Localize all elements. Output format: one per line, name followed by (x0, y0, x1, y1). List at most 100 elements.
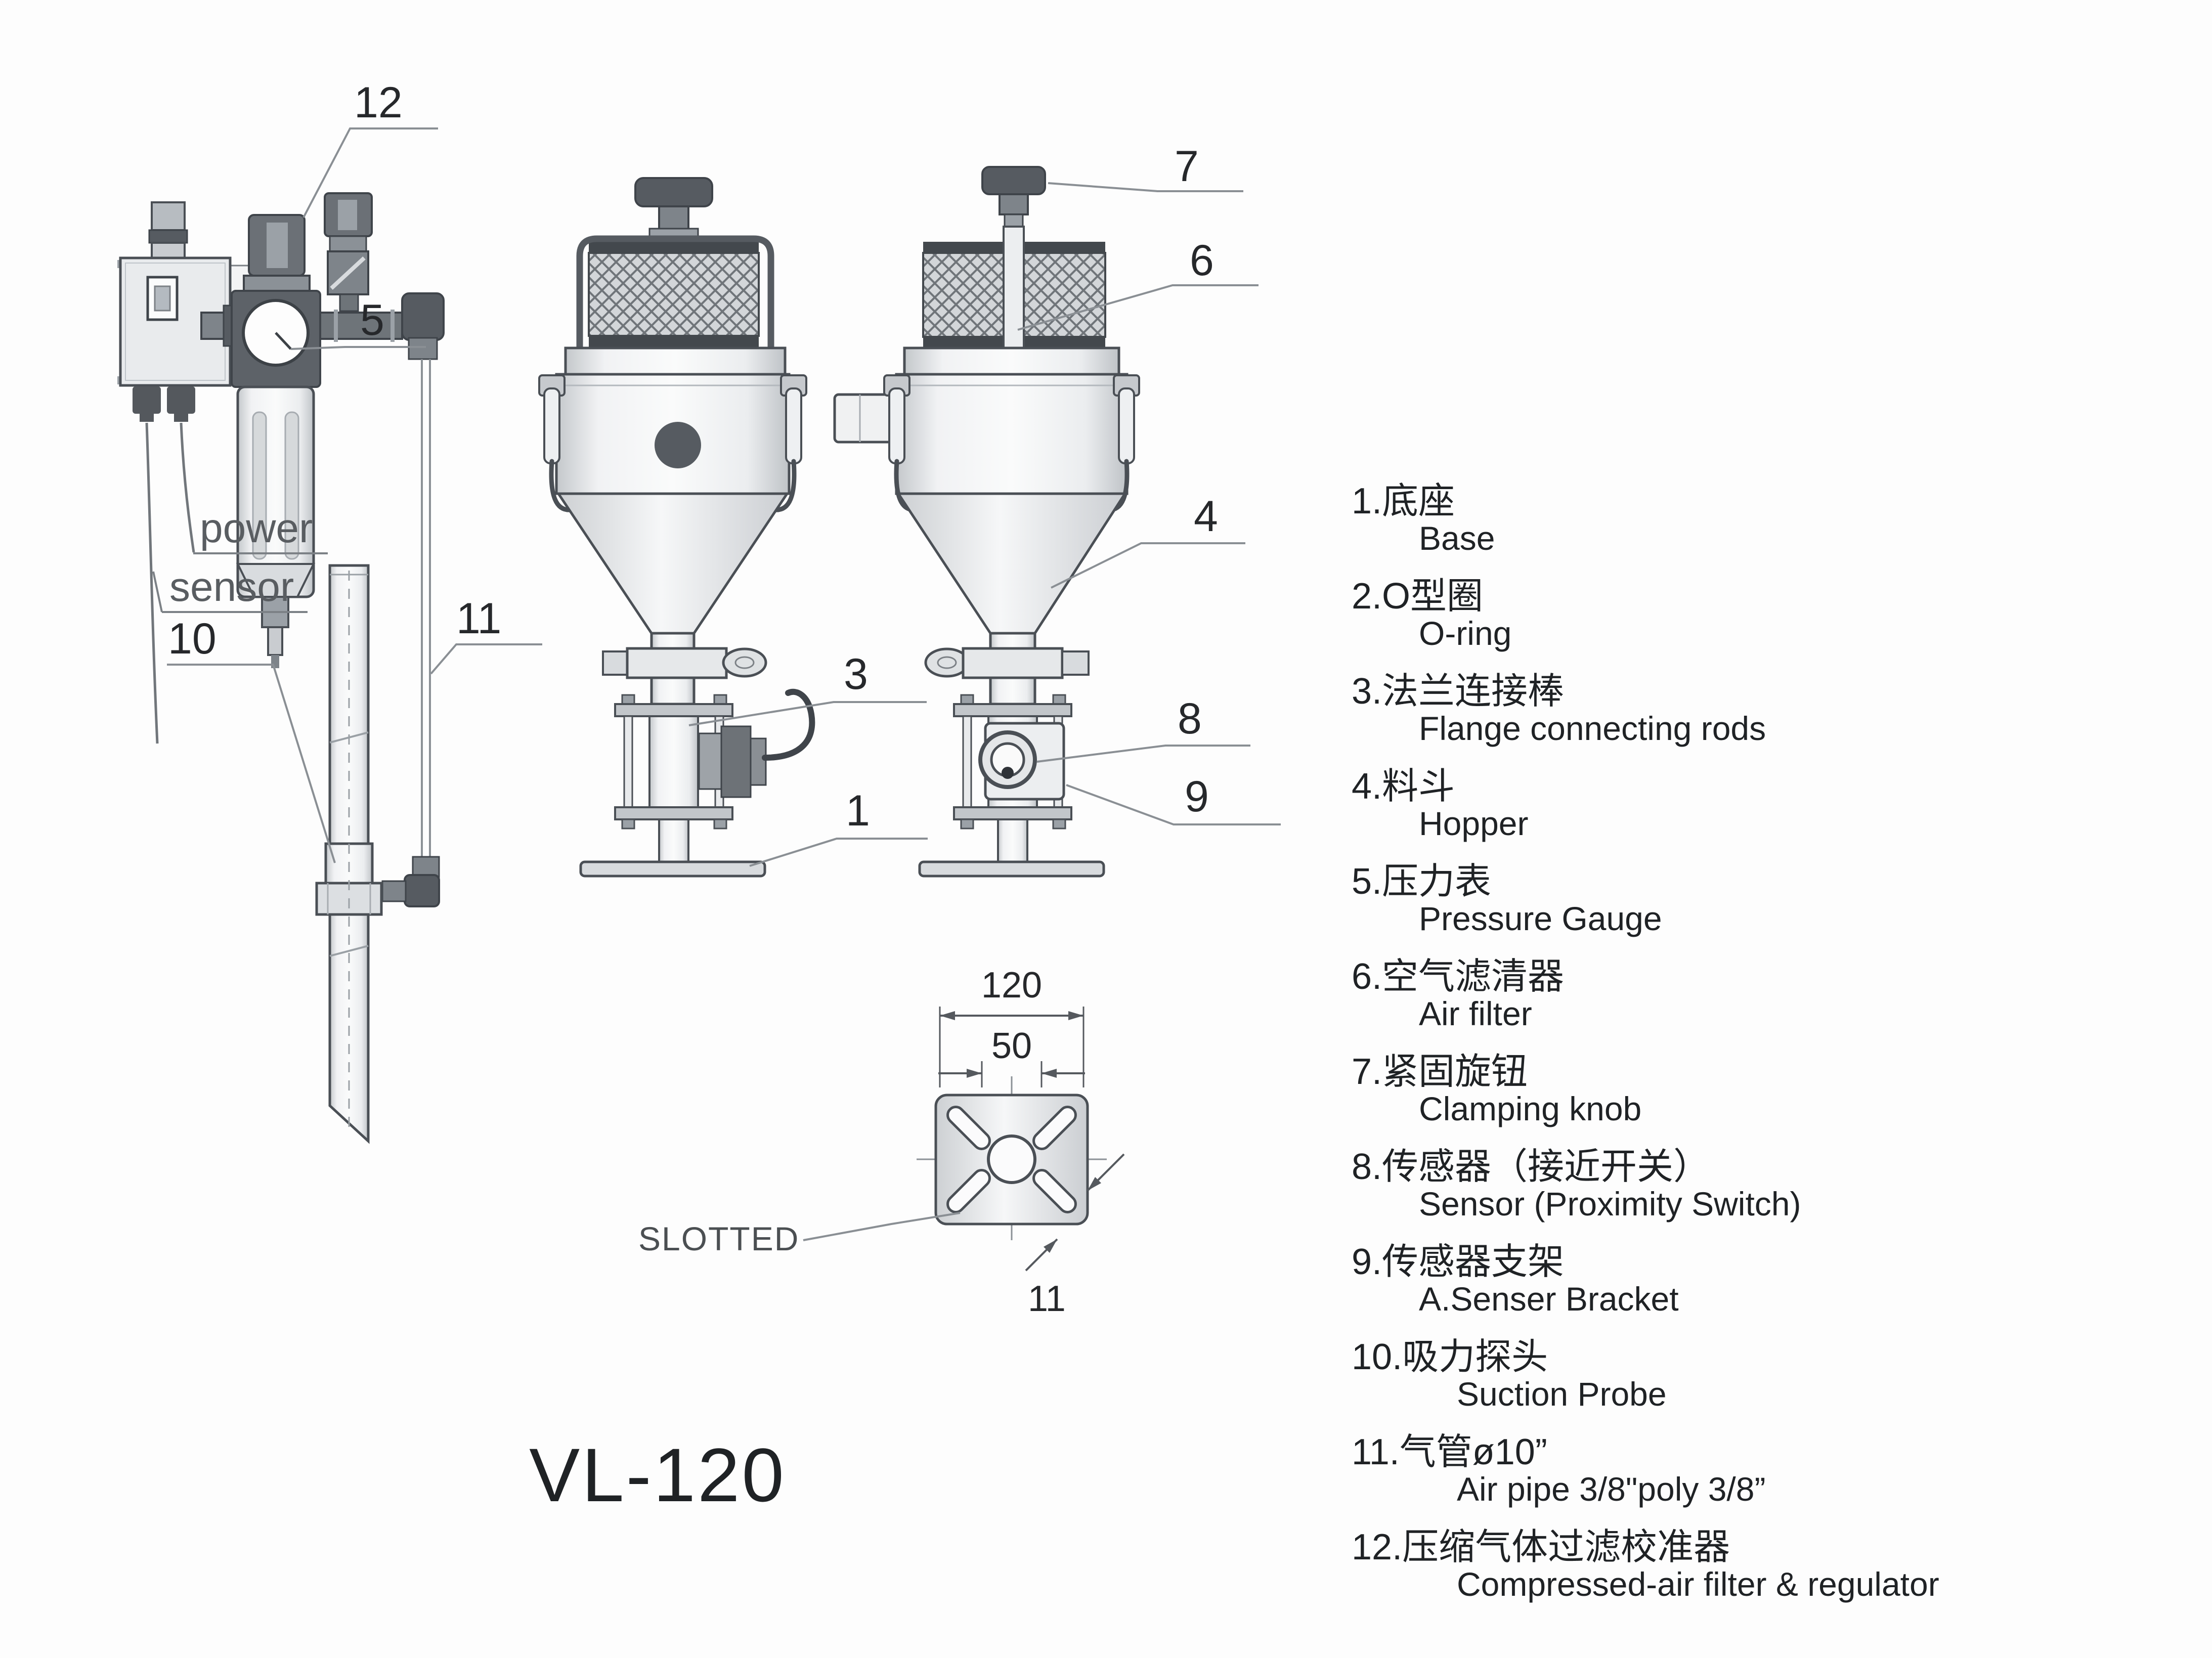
svg-text:3: 3 (844, 650, 868, 699)
callout-5: 5 (290, 296, 426, 350)
parts-list: 1.底座 Base 2.O型圈 O-ring 3.法兰连接棒 Flange co… (1352, 481, 1939, 1603)
svg-text:9.传感器支架: 9.传感器支架 (1352, 1242, 1564, 1282)
sight-hole (655, 422, 701, 468)
carry-handle (576, 235, 774, 373)
sensor-and-bracket (978, 722, 1065, 801)
air-inlet-fitting (148, 201, 188, 260)
parts-list-item: 3.法兰连接棒 Flange connecting rods (1352, 671, 1766, 747)
wing-bolt-front (722, 647, 767, 678)
dimension-slot-11: 11 (1025, 1153, 1125, 1319)
svg-text:12: 12 (354, 78, 403, 127)
dimension-120-label: 120 (981, 965, 1042, 1006)
svg-text:Flange connecting rods: Flange connecting rods (1419, 710, 1766, 747)
svg-text:Air filter: Air filter (1419, 995, 1532, 1032)
slotted-label: SLOTTED (638, 1220, 799, 1257)
material-inlet-pipe (833, 393, 899, 444)
regulator (324, 192, 373, 312)
callout-11-pipe: 11 (430, 594, 542, 675)
hopper-upper-body-side (895, 373, 1129, 495)
callout-9: 9 (1066, 772, 1281, 825)
sensor-cable (145, 422, 159, 744)
svg-text:Pressure Gauge: Pressure Gauge (1419, 900, 1662, 937)
compressed-air-filter-regulator (200, 192, 445, 668)
callout-1: 1 (749, 787, 928, 867)
power-cable (180, 422, 195, 553)
clamping-knob-side (981, 166, 1046, 229)
svg-text:11: 11 (456, 594, 501, 643)
svg-text:7.紧固旋钮: 7.紧固旋钮 (1352, 1052, 1528, 1092)
sensor-connector-front (698, 688, 815, 798)
svg-text:11.气管ø10”: 11.气管ø10” (1352, 1432, 1547, 1472)
svg-text:10.吸力探头: 10.吸力探头 (1352, 1337, 1548, 1377)
hopper-front-view (539, 177, 815, 878)
callout-10: 10 (167, 615, 336, 863)
corner-slot (1032, 1169, 1077, 1213)
clamping-rod (1003, 226, 1025, 355)
svg-text:Clamping knob: Clamping knob (1419, 1090, 1641, 1127)
corner-slot (946, 1106, 991, 1150)
svg-text:4.料斗: 4.料斗 (1352, 766, 1455, 807)
callouts: 12 5 10 11 3 1 7 6 (152, 78, 1281, 867)
svg-text:O-ring: O-ring (1419, 615, 1511, 652)
callout-6: 6 (1017, 236, 1259, 331)
base-plate-bottom-view (917, 1076, 1107, 1240)
svg-text:12.压缩气体过滤校准器: 12.压缩气体过滤校准器 (1352, 1527, 1730, 1567)
base-plate-side (918, 860, 1105, 878)
callout-3: 3 (688, 650, 927, 726)
svg-text:10: 10 (168, 615, 216, 663)
hopper-cone-side (896, 492, 1127, 635)
svg-text:6: 6 (1190, 236, 1214, 285)
parts-list-item: 11.气管ø10” Air pipe 3/8"poly 3/8” (1352, 1432, 1765, 1508)
page-title: VL-120 (529, 1432, 786, 1517)
pipe-elbow-top (401, 292, 445, 341)
suction-probe (315, 564, 383, 1144)
parts-list-item: 4.料斗 Hopper (1352, 766, 1528, 842)
parts-list-item: 5.压力表 Pressure Gauge (1352, 861, 1662, 937)
filter-regulator-assembly (117, 192, 445, 744)
callout-4: 4 (1051, 492, 1245, 589)
callout-7: 7 (1048, 142, 1243, 192)
sensor-cable-hook (762, 688, 815, 761)
clamping-knob-front (634, 177, 713, 241)
svg-text:3.法兰连接棒: 3.法兰连接棒 (1352, 671, 1564, 712)
callout-12: 12 (302, 78, 438, 218)
svg-text:8.传感器（接近开关）: 8.传感器（接近开关） (1352, 1147, 1710, 1187)
svg-text:Hopper: Hopper (1419, 805, 1528, 842)
svg-text:5.压力表: 5.压力表 (1352, 861, 1491, 902)
parts-list-item: 10.吸力探头 Suction Probe (1352, 1337, 1667, 1413)
wing-bolt-side (924, 647, 970, 678)
dimension-50-label: 50 (991, 1026, 1032, 1066)
svg-text:5: 5 (360, 296, 384, 344)
parts-list-item: 1.底座 Base (1352, 481, 1495, 557)
power-label: power (200, 505, 313, 551)
svg-text:Compressed-air filter & regula: Compressed-air filter & regulator (1457, 1565, 1939, 1603)
base-plate-front (579, 860, 766, 878)
hopper-side-view (833, 166, 1139, 878)
svg-text:9: 9 (1185, 772, 1209, 821)
svg-text:2.O型圈: 2.O型圈 (1352, 576, 1483, 617)
callout-8: 8 (1036, 694, 1250, 763)
svg-text:A.Senser Bracket: A.Senser Bracket (1419, 1280, 1679, 1318)
svg-text:7: 7 (1175, 142, 1199, 191)
parts-list-item: 6.空气滤清器 Air filter (1352, 956, 1564, 1032)
svg-text:4: 4 (1194, 492, 1218, 541)
center-hole (987, 1135, 1036, 1184)
parts-list-item: 7.紧固旋钮 Clamping knob (1352, 1052, 1641, 1127)
svg-text:Sensor (Proximity Switch): Sensor (Proximity Switch) (1419, 1185, 1801, 1223)
dimension-120: 120 (939, 965, 1085, 1087)
svg-text:8: 8 (1178, 694, 1202, 743)
gauge-needle (275, 332, 292, 350)
filter-bowl (236, 385, 316, 668)
sensor-label: sensor (169, 564, 294, 610)
air-pipe (381, 359, 440, 907)
dimensions: 120 50 11 SLOTTED (638, 965, 1125, 1319)
dimension-50: 50 (938, 1026, 1085, 1087)
parts-list-item: 8.传感器（接近开关） Sensor (Proximity Switch) (1352, 1147, 1801, 1223)
svg-text:Base: Base (1419, 519, 1495, 557)
parts-list-item: 12.压缩气体过滤校准器 Compressed-air filter & reg… (1352, 1527, 1939, 1603)
pipe-elbow-bottom (404, 874, 440, 907)
neck-clamp-side (924, 647, 1090, 679)
svg-text:Suction Probe: Suction Probe (1457, 1375, 1667, 1413)
